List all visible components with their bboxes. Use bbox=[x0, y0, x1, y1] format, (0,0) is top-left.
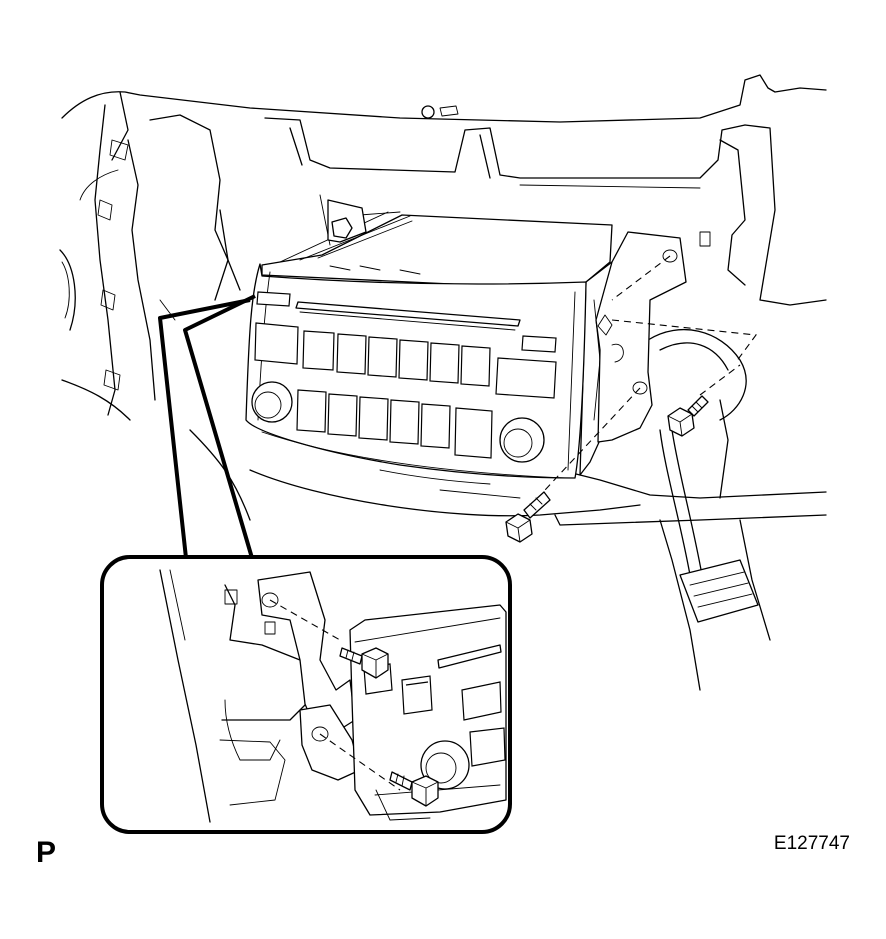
audio-head-unit bbox=[245, 211, 613, 485]
detail-callout bbox=[100, 294, 512, 834]
alignment-lines bbox=[544, 255, 758, 491]
left-mounting-bracket bbox=[327, 199, 367, 243]
right-mounting-bracket bbox=[595, 231, 687, 443]
view-direction-label: P bbox=[36, 836, 57, 869]
bolt-right bbox=[667, 395, 709, 437]
bolt-lower bbox=[505, 491, 551, 543]
detail-view bbox=[159, 569, 507, 823]
dashboard-structure bbox=[59, 74, 827, 691]
figure-id-label: E127747 bbox=[773, 833, 850, 854]
